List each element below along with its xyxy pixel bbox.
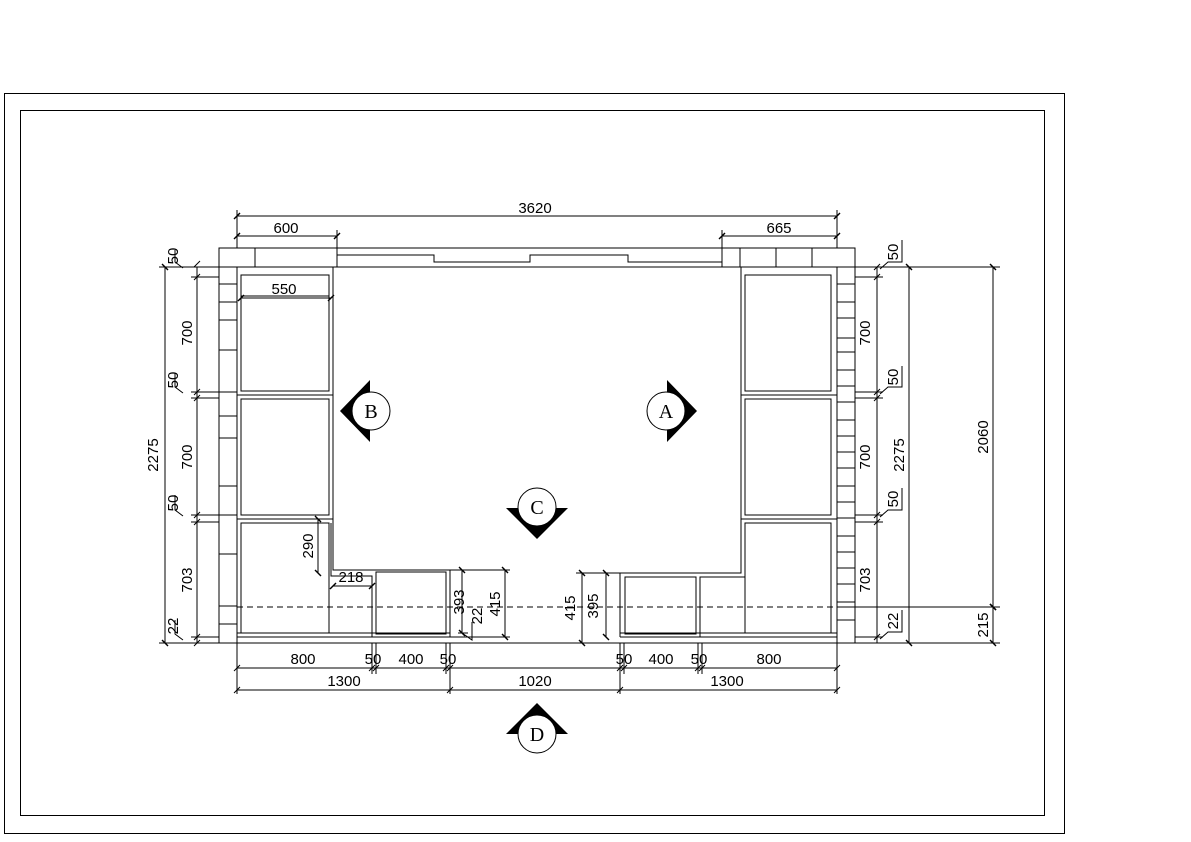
view-marker-c-label: C <box>530 497 543 519</box>
dim-right-gap2: 50 <box>885 369 902 386</box>
dim-right-h1: 700 <box>857 320 874 345</box>
dim-notch-415-left: 415 <box>487 591 504 616</box>
dim-top-left: 600 <box>273 220 298 237</box>
dim-b2-mid: 1020 <box>518 673 551 690</box>
dim-notch-415-right: 415 <box>562 595 579 620</box>
view-marker-d: D <box>506 703 568 754</box>
view-marker-a: A <box>646 380 697 442</box>
dim-notch-depth: 290 <box>300 533 317 558</box>
dim-b1-l400: 400 <box>398 651 423 668</box>
dim-right-h2: 700 <box>857 444 874 469</box>
dim-right-overall: 2060 <box>975 420 992 453</box>
right-cabinets <box>619 266 838 638</box>
dim-right-bottom-offset: 215 <box>975 612 992 637</box>
dim-b1-l50b: 50 <box>440 651 457 668</box>
dim-b1-r50a: 50 <box>616 651 633 668</box>
dim-left-total: 2275 <box>145 438 162 471</box>
dim-inner-left-width: 550 <box>271 281 296 298</box>
room-outline <box>218 247 856 644</box>
dim-b1-r400: 400 <box>648 651 673 668</box>
dim-top-right: 665 <box>766 220 791 237</box>
dim-left-h2: 700 <box>179 444 196 469</box>
dim-left-gap1: 50 <box>165 248 182 265</box>
dim-left-gap2: 50 <box>165 372 182 389</box>
dimension-labels: 3620 600 665 550 2275 50 700 50 700 50 7… <box>145 200 992 690</box>
dim-notch-width: 218 <box>338 569 363 586</box>
dim-b2-right: 1300 <box>710 673 743 690</box>
view-marker-b-label: B <box>364 401 377 423</box>
dim-right-h3: 703 <box>857 567 874 592</box>
dim-left-gap3: 50 <box>165 495 182 512</box>
dim-right-gap3: 50 <box>885 491 902 508</box>
dim-left-h1: 700 <box>179 320 196 345</box>
view-marker-b: B <box>340 380 391 442</box>
dim-b2-left: 1300 <box>327 673 360 690</box>
view-marker-c: C <box>506 487 568 539</box>
dimension-lines <box>159 210 1000 694</box>
dim-b1-l800: 800 <box>290 651 315 668</box>
sheet-border-inner <box>20 110 1045 816</box>
dim-right-bottom: 22 <box>885 613 902 630</box>
dim-right-gap1: 50 <box>885 244 902 261</box>
dim-b1-l50a: 50 <box>365 651 382 668</box>
dim-right-total: 2275 <box>891 438 908 471</box>
dim-left-bottom: 22 <box>165 618 182 635</box>
view-marker-a-label: A <box>659 401 674 423</box>
sheet-border-outer <box>4 93 1065 834</box>
view-marker-d-label: D <box>530 724 544 746</box>
dim-left-h3: 703 <box>179 567 196 592</box>
dim-notch-393: 393 <box>451 589 468 614</box>
dim-b1-r50b: 50 <box>691 651 708 668</box>
dim-top-total: 3620 <box>518 200 551 217</box>
dim-b1-r800: 800 <box>756 651 781 668</box>
dim-notch-22: 22 <box>469 608 486 625</box>
dim-notch-395: 395 <box>585 593 602 618</box>
